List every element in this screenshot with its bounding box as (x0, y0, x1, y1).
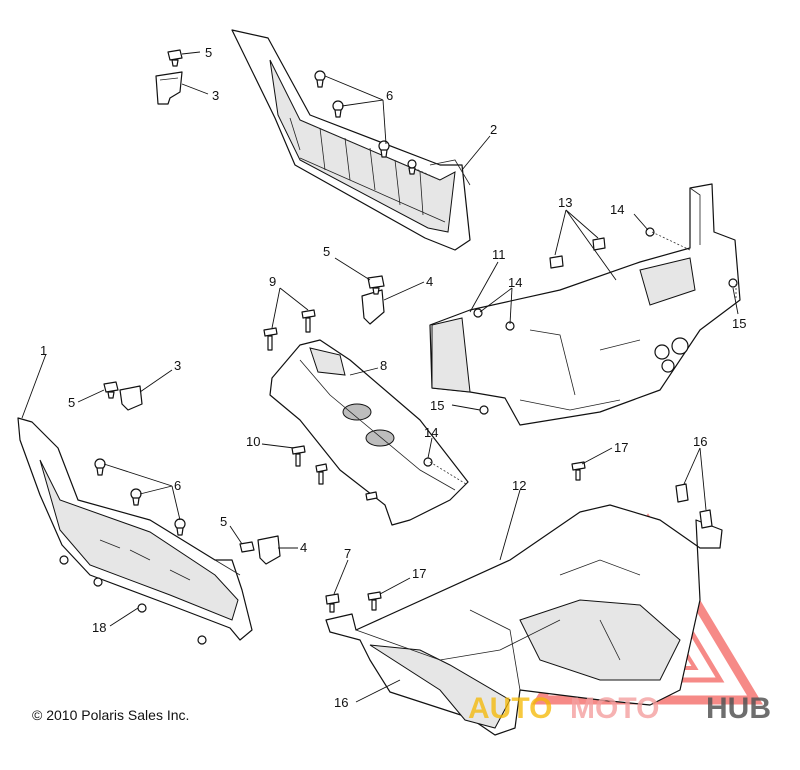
part-2-upper-footwell-panel (231, 29, 471, 251)
watermark-moto: MOTO (570, 692, 659, 725)
callout-16: 16 (334, 695, 348, 710)
leader-lines (21, 51, 739, 703)
part-3-bracket-lower (119, 385, 143, 411)
part-16-clips (675, 483, 713, 529)
watermark-auto: AUTO (468, 692, 552, 725)
part-6-fasteners-lower (94, 458, 186, 536)
part-5-screw-middle (367, 275, 385, 295)
watermark-hub: HUB (706, 692, 771, 725)
callout-13: 13 (558, 195, 572, 210)
part-13-fasteners (549, 237, 606, 269)
copyright-text: © 2010 Polaris Sales Inc. (32, 707, 190, 723)
callout-16: 16 (693, 434, 707, 449)
watermark-text: AUTO MOTO HUB (468, 692, 771, 725)
callout-5: 5 (220, 514, 227, 529)
callout-8: 8 (380, 358, 387, 373)
callout-11: 11 (492, 247, 506, 262)
callout-15: 15 (430, 398, 444, 413)
callout-5: 5 (205, 45, 212, 60)
part-18-screws (59, 555, 207, 645)
callout-3: 3 (174, 358, 181, 373)
callout-14: 14 (424, 425, 438, 440)
callout-9: 9 (269, 274, 276, 289)
part-12-floor-pan (325, 504, 723, 736)
part-3-bracket-top (155, 71, 183, 105)
part-11-rear-floor-panel (429, 183, 741, 426)
callout-6: 6 (174, 478, 181, 493)
callout-3: 3 (212, 88, 219, 103)
part-4-bracket-lower (257, 535, 281, 565)
callout-5: 5 (323, 244, 330, 259)
callout-12: 12 (512, 478, 526, 493)
callout-1: 1 (40, 343, 47, 358)
part-4-bracket-middle (361, 289, 385, 325)
part-5-screw-top (167, 49, 183, 67)
part-9-bolts (263, 309, 316, 351)
callout-15: 15 (732, 316, 746, 331)
callout-14: 14 (508, 275, 522, 290)
callout-6: 6 (386, 88, 393, 103)
part-10-bolts (291, 445, 433, 501)
callout-7: 7 (344, 546, 351, 561)
part-8-center-console (269, 339, 469, 526)
dashed-assembly-lines (413, 167, 737, 485)
callout-2: 2 (490, 122, 497, 137)
part-5-screw-lower-middle (239, 541, 255, 553)
callout-5: 5 (68, 395, 75, 410)
callout-4: 4 (300, 540, 307, 555)
callout-17: 17 (614, 440, 628, 455)
callout-17: 17 (412, 566, 426, 581)
callout-4: 4 (426, 274, 433, 289)
part-14-fasteners-right (473, 227, 655, 331)
callout-14: 14 (610, 202, 624, 217)
part-5-screw-lower-left (103, 381, 119, 399)
callout-labels: 5 3 6 2 5 4 9 8 11 13 14 14 15 15 1 3 5 … (40, 45, 746, 710)
part-1-lower-footwell-panel (17, 417, 253, 641)
callout-10: 10 (246, 434, 260, 449)
part-7-bolt (325, 593, 340, 613)
part-17-screws (367, 461, 586, 611)
callout-18: 18 (92, 620, 106, 635)
